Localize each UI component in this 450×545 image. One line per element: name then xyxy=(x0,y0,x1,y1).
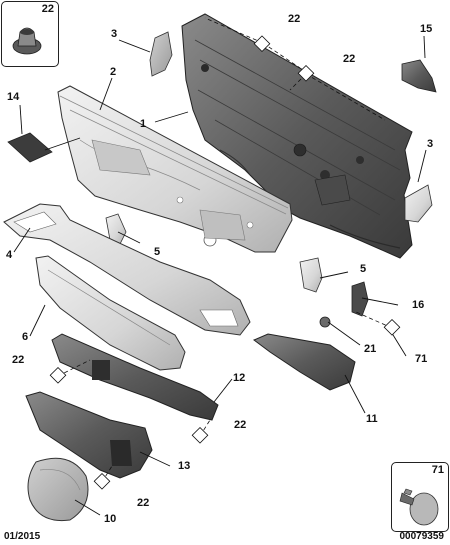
part-6-lower-panel xyxy=(35,255,186,371)
callout-2: 2 xyxy=(110,66,116,78)
annotation-squares xyxy=(49,35,401,490)
reference-code: 00079359 xyxy=(399,531,445,542)
part-3-bracket-right xyxy=(404,184,433,223)
part-13-insulation xyxy=(25,391,153,479)
callout-10: 10 xyxy=(104,513,116,525)
callout-labels: 22 22 15 3 2 14 1 3 5 4 5 16 6 21 71 22 … xyxy=(6,13,433,525)
part-16-bracket xyxy=(351,281,369,317)
callout-22-mid: 22 xyxy=(234,419,246,431)
part-15-seal xyxy=(401,59,437,93)
callout-71: 71 xyxy=(415,353,427,365)
callout-22-topright: 22 xyxy=(343,53,355,65)
part-1-bulkhead-insulation xyxy=(181,13,413,259)
part-5-clip-right xyxy=(299,257,323,293)
callout-21: 21 xyxy=(364,343,376,355)
callout-16: 16 xyxy=(412,299,424,311)
part-4-cowl-frame xyxy=(3,203,251,336)
callout-5-mid: 5 xyxy=(154,246,160,258)
part-12-insulation xyxy=(51,333,219,421)
part-2-scuttle-panel xyxy=(57,85,293,253)
inset-part-22: 22 xyxy=(1,1,59,67)
grommet-icon xyxy=(12,27,42,55)
callout-22-left: 22 xyxy=(12,354,24,366)
callout-15: 15 xyxy=(420,23,432,35)
callout-22-bottom: 22 xyxy=(137,497,149,509)
inset-71-label: 71 xyxy=(431,464,444,476)
callout-3-right: 3 xyxy=(427,138,433,150)
callout-6: 6 xyxy=(22,331,28,343)
part-5-clip-mid xyxy=(105,213,127,245)
inset-22-label: 22 xyxy=(41,3,54,15)
part-21-clip xyxy=(319,316,331,328)
part-3-bracket-top xyxy=(149,31,173,77)
callout-14: 14 xyxy=(7,91,20,103)
callout-11: 11 xyxy=(366,413,378,425)
callout-1: 1 xyxy=(140,118,146,130)
part-10-shield xyxy=(27,457,89,522)
inset-part-71: 71 xyxy=(391,462,449,532)
callout-4: 4 xyxy=(6,249,13,261)
callout-5-right: 5 xyxy=(360,263,366,275)
part-11-insulation xyxy=(253,333,356,391)
part-14-pad xyxy=(7,132,53,163)
callout-3-top: 3 xyxy=(111,28,117,40)
date-code: 01/2015 xyxy=(4,531,41,542)
callout-13: 13 xyxy=(178,460,190,472)
callout-22-top: 22 xyxy=(288,13,300,25)
callout-12: 12 xyxy=(233,372,245,384)
push-clip-icon xyxy=(399,488,439,526)
